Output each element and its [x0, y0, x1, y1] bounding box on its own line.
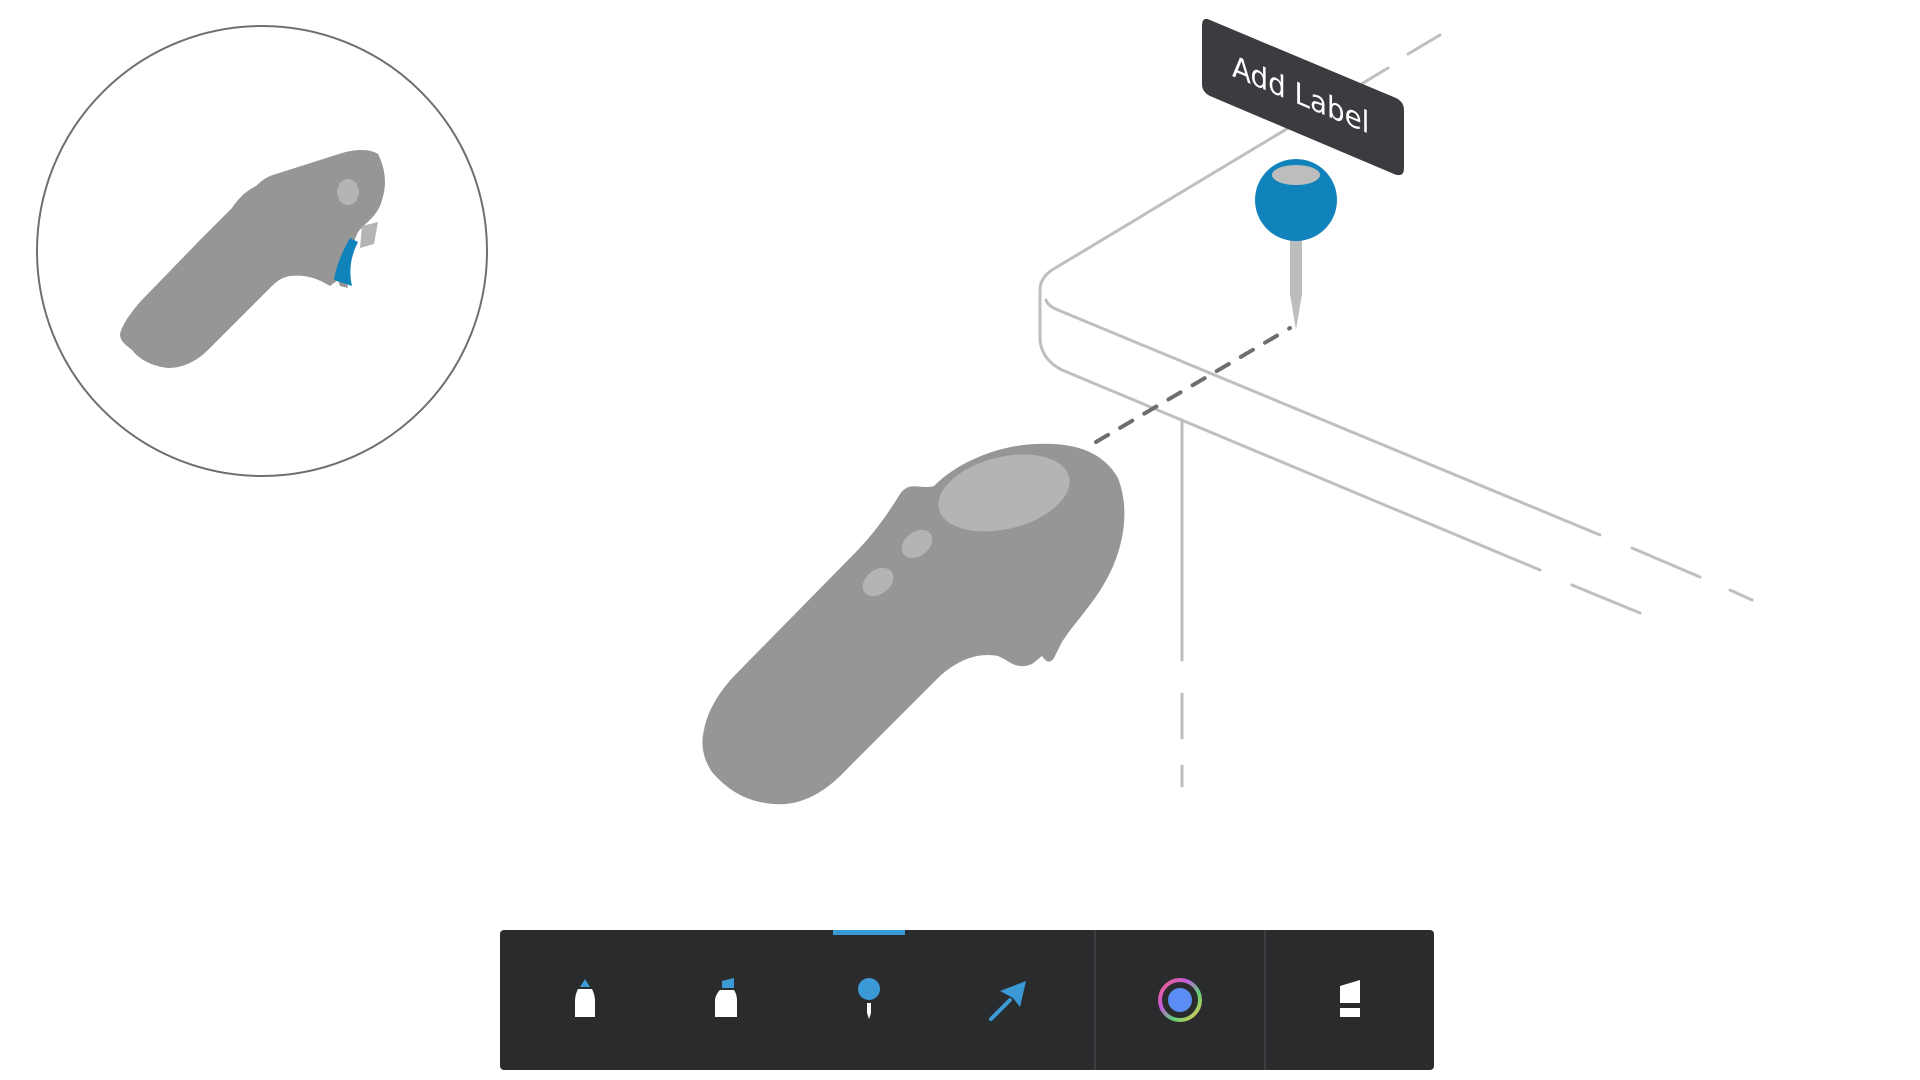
inset-view — [36, 25, 488, 477]
surface-front-edge — [1038, 66, 1542, 572]
inset-trigger-highlight — [334, 238, 358, 286]
arrow-tool-button[interactable] — [940, 930, 1082, 1070]
marker-tool-button[interactable] — [656, 930, 798, 1070]
annotation-toolbar — [500, 930, 1434, 1070]
pin-tool-icon — [858, 978, 880, 1019]
inset-controller-icon — [120, 150, 385, 368]
controller-system-button — [862, 567, 894, 597]
controller — [702, 443, 1125, 805]
pointer-ray — [1094, 326, 1292, 444]
marker-tool-icon — [715, 978, 737, 1017]
pin-tip — [1290, 294, 1302, 330]
arrow-tool-icon — [989, 981, 1026, 1021]
controller-body — [702, 443, 1125, 805]
pin-needle — [1290, 232, 1302, 296]
toolbar-divider — [1094, 930, 1096, 1070]
active-tool-indicator — [833, 930, 905, 935]
inset-controller-body — [120, 150, 385, 368]
controller-menu-button — [901, 529, 933, 559]
pen-tool-icon — [575, 979, 595, 1017]
surface-top-edge — [1044, 298, 1602, 537]
inset-controller-button — [337, 179, 359, 205]
pin-marker[interactable] — [1255, 159, 1337, 330]
color-wheel-icon — [1158, 978, 1202, 1022]
controller-trackpad — [938, 454, 1070, 532]
label-tag-background — [1202, 18, 1404, 176]
color-picker-button[interactable] — [1096, 930, 1264, 1070]
add-label-tag[interactable]: Add Label — [1202, 18, 1404, 176]
eraser-tool-button[interactable] — [1266, 930, 1434, 1070]
surface-guides — [1038, 33, 1754, 788]
pin-tool-button[interactable] — [798, 930, 940, 1070]
inset-grip-highlight — [360, 222, 378, 248]
pin-head-shine — [1272, 165, 1320, 185]
eraser-tool-icon — [1340, 980, 1360, 1017]
toolbar-divider — [1264, 930, 1266, 1070]
pen-tool-button[interactable] — [514, 930, 656, 1070]
